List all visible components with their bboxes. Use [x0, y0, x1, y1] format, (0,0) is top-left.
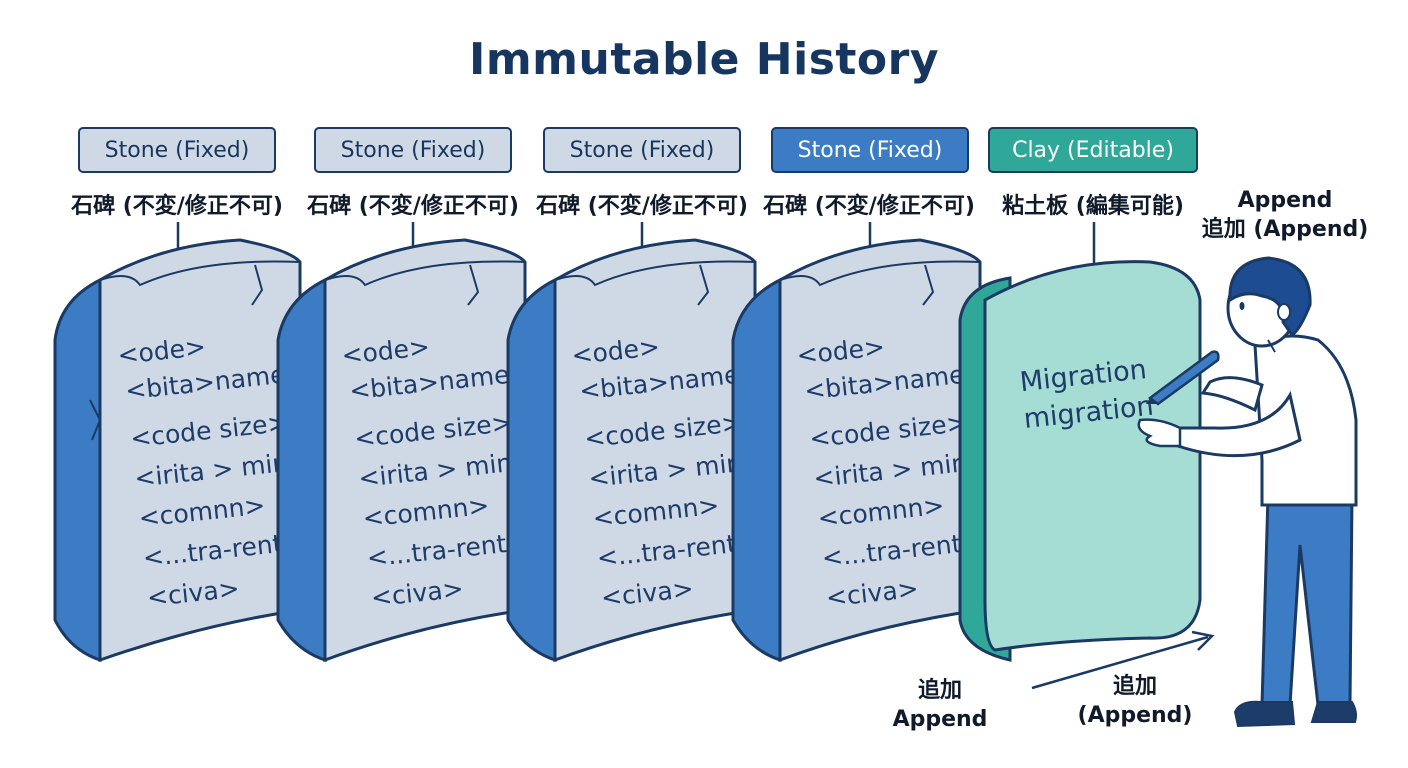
- stone-subtitle-4: 石碑 (不変/修正不可): [763, 194, 975, 219]
- append-bottom-right-line-2: (Append): [1077, 703, 1193, 728]
- stone-subtitle-1: 石碑 (不変/修正不可): [71, 194, 283, 219]
- append-top-line-1: Append: [1237, 188, 1333, 213]
- person-writing-icon: [1137, 256, 1358, 728]
- append-bottom-right-line-1: 追加: [1112, 674, 1157, 699]
- append-bottom-left-line-2: Append: [892, 707, 988, 732]
- clay-subtitle: 粘土板 (編集可能): [1002, 194, 1184, 219]
- append-bottom-right-label: 追加 (Append): [1070, 672, 1200, 730]
- stone-tablet-2: <ode> <bita>name <code size> <irita > mi…: [276, 238, 533, 663]
- stone-subtitle-3: 石碑 (不変/修正不可): [536, 194, 748, 219]
- stone-tag-1: Stone (Fixed): [78, 127, 276, 173]
- stone-tag-2: Stone (Fixed): [314, 127, 512, 173]
- clay-tag: Clay (Editable): [988, 127, 1198, 173]
- append-arrow-icon: [1031, 630, 1215, 690]
- stone-tablet-3: <ode> <bita>name <code size> <irita > mi…: [506, 238, 757, 663]
- stone-subtitle-2: 石碑 (不変/修正不可): [307, 194, 519, 219]
- stone-tablet-1: <ode> <bita>name <code size> <irita > mi…: [53, 238, 302, 663]
- append-bottom-left-line-1: 追加: [917, 678, 962, 703]
- pen-icon: [1146, 350, 1220, 406]
- append-bottom-left-label: 追加 Append: [880, 676, 1000, 734]
- stone-tag-4: Stone (Fixed): [771, 127, 969, 173]
- page-title: Immutable History: [468, 34, 940, 85]
- stone-tablet-4: <ode> <bita>name <code size> <irita > mi…: [731, 238, 982, 663]
- stone-tag-3: Stone (Fixed): [543, 127, 741, 173]
- append-top-label: Append 追加 (Append): [1200, 186, 1370, 244]
- append-top-line-2: 追加 (Append): [1201, 217, 1369, 242]
- clay-tablet: Migration migration: [958, 260, 1202, 662]
